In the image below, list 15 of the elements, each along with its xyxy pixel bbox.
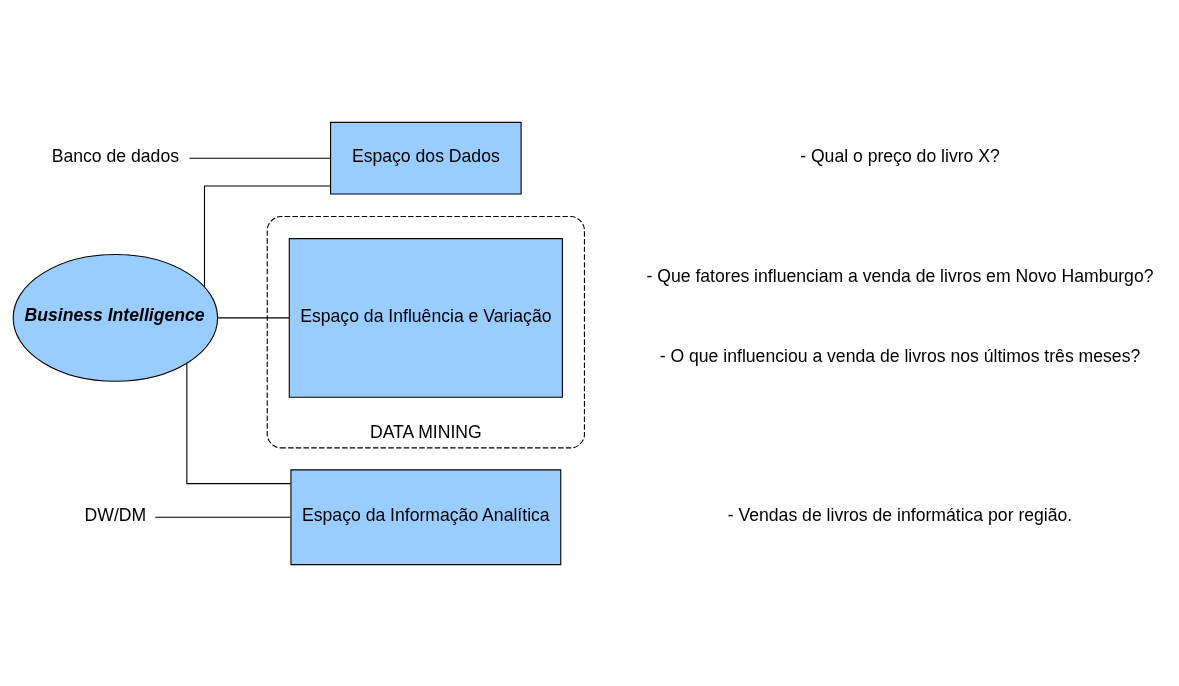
- node-ellipse: Business Intelligence: [12, 253, 219, 382]
- node-box: Espaço da Informação Analítica: [290, 468, 562, 565]
- connector: [186, 362, 292, 484]
- node-box: Espaço dos Dados: [330, 121, 522, 195]
- label: - Vendas de livros de informática por região.: [727, 504, 1073, 525]
- label: - Que fatores influenciam a venda de livros em Novo Hamburgo?: [646, 265, 1154, 286]
- connector: [203, 184, 331, 287]
- connector: [154, 516, 292, 518]
- label: - Qual o preço do livro X?: [800, 145, 1000, 166]
- node-text: DW/DM: [84, 504, 147, 525]
- node-text: Banco de dados: [51, 145, 180, 166]
- label: - O que influenciou a venda de livros nos últimos três meses?: [659, 345, 1141, 366]
- node-box: Espaço da Influência e Variação: [288, 237, 563, 398]
- connector: [217, 316, 290, 318]
- connector: [188, 157, 331, 159]
